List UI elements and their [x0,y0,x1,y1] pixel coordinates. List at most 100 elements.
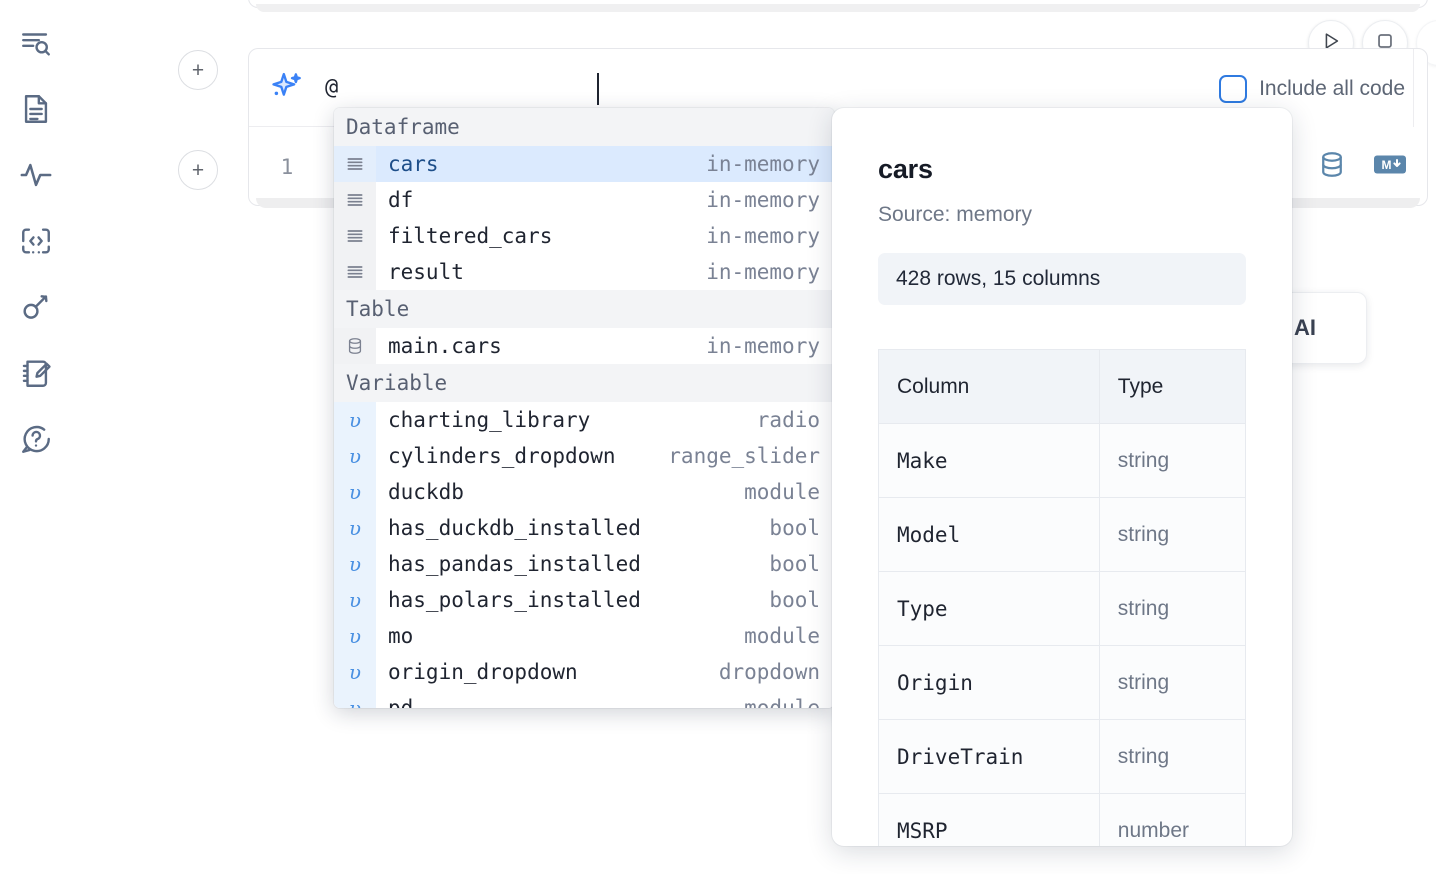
variable-icon: υ [334,690,376,708]
autocomplete-item-meta: range_slider [668,444,820,468]
autocomplete-item[interactable]: υ has_polars_installed bool [334,582,834,618]
autocomplete-item-label: has_duckdb_installed [388,516,641,540]
autocomplete-item-label: origin_dropdown [388,660,578,684]
table-header-row: Column Type [878,349,1247,424]
autocomplete-item-label: has_polars_installed [388,588,641,612]
column-header-column: Column [878,349,1100,424]
markdown-cell-icon[interactable]: M [1373,153,1407,182]
plus-icon: + [191,58,205,82]
column-name-cell: Origin [878,645,1100,720]
sidebar-item-secrets[interactable] [12,282,60,332]
details-shape-badge: 428 rows, 15 columns [878,253,1246,305]
column-header-type: Type [1098,349,1247,424]
column-type-cell: string [1098,645,1247,720]
snippets-code-icon [19,224,53,258]
dataframe-rows-icon [334,146,376,182]
sidebar-item-help[interactable] [12,414,60,464]
ai-sparkle-icon [249,69,325,107]
ai-hint-card-label: AI [1294,315,1316,340]
sql-cell-icon[interactable] [1317,150,1347,185]
autocomplete-section-header: Table [334,290,834,328]
autocomplete-item-label: df [388,188,414,212]
sidebar-item-snippets[interactable] [12,216,60,266]
line-number: 1 [280,155,294,179]
autocomplete-item-label: pd [388,696,414,708]
autocomplete-item-meta: in-memory [706,188,820,212]
stop-square-icon [1374,30,1396,57]
column-name-cell: Type [878,571,1100,646]
document-icon [19,92,53,126]
autocomplete-item-meta: bool [769,552,820,576]
column-type-cell: string [1098,719,1247,794]
activity-icon [19,158,53,192]
ai-prompt-input[interactable] [325,75,1171,100]
autocomplete-item-meta: module [744,624,820,648]
autocomplete-item-meta: in-memory [706,152,820,176]
outline-search-icon [19,26,53,60]
plus-icon: + [191,158,205,182]
variable-icon: υ [334,510,376,546]
text-caret [597,73,599,105]
autocomplete-item-meta: module [744,696,820,708]
variable-icon: υ [334,438,376,474]
run-play-icon [1320,30,1342,57]
database-table-icon [334,328,376,364]
include-all-code-checkbox[interactable] [1219,75,1248,103]
autocomplete-item-meta: in-memory [706,260,820,284]
key-icon [19,290,53,324]
dataframe-details-panel: cars Source: memory 428 rows, 15 columns… [832,108,1292,846]
include-all-code-control[interactable]: Include all code [1219,75,1405,103]
autocomplete-item-meta: dropdown [718,660,820,684]
prompt-divider [1413,49,1414,127]
scratchpad-edit-icon [19,356,53,390]
add-cell-above-button[interactable]: + [178,50,218,90]
include-all-code-label: Include all code [1259,77,1405,100]
autocomplete-item-meta: bool [769,588,820,612]
autocomplete-item-meta: in-memory [706,224,820,248]
autocomplete-item[interactable]: df in-memory [334,182,834,218]
column-name-cell: Model [878,497,1100,572]
sidebar-item-outline[interactable] [12,18,60,68]
sidebar-item-documentation[interactable] [12,84,60,134]
column-name-cell: Make [878,423,1100,498]
ai-prompt-row [249,49,1171,127]
sidebar [0,0,72,874]
dataframe-rows-icon [334,182,376,218]
svg-text:M: M [1382,158,1392,172]
chat-help-icon [19,422,53,456]
autocomplete-item-label: duckdb [388,480,464,504]
variable-icon: υ [334,582,376,618]
sidebar-item-activity[interactable] [12,150,60,200]
autocomplete-item-meta: radio [756,408,820,432]
sidebar-item-scratchpad[interactable] [12,348,60,398]
column-name-cell: DriveTrain [878,719,1100,794]
autocomplete-item-label: result [388,260,464,284]
add-cell-below-button[interactable]: + [178,150,218,190]
dataframe-rows-icon [334,254,376,290]
column-name-cell: MSRP [878,793,1100,846]
autocomplete-item-meta: in-memory [706,334,820,358]
autocomplete-item-label: charting_library [388,408,591,432]
autocomplete-item[interactable]: result in-memory [334,254,834,290]
autocomplete-item-label: has_pandas_installed [388,552,641,576]
autocomplete-item-meta: module [744,480,820,504]
dataframe-rows-icon [334,218,376,254]
